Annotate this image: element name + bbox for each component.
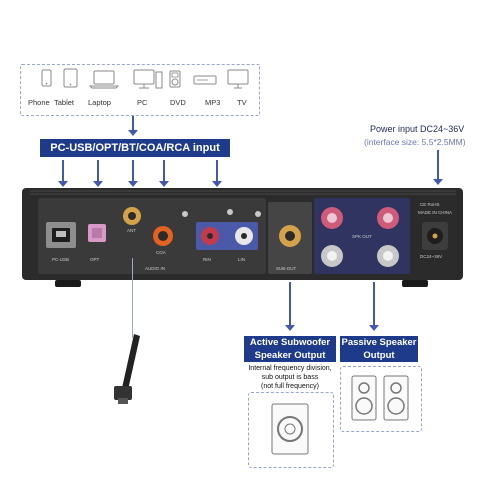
phone-icon: [41, 69, 52, 87]
device-label-laptop: Laptop: [88, 98, 111, 107]
device-label-phone: Phone: [28, 98, 50, 107]
rca-arrow: [212, 160, 222, 187]
rca-left-port: [235, 227, 253, 245]
rca-right-port: [201, 227, 219, 245]
label-usb: PC-USB: [52, 257, 70, 262]
passive-banner-line1: Passive Speaker: [341, 337, 417, 348]
pc-icon: [133, 69, 163, 89]
label-ce-rohs: CE RoHS: [420, 202, 440, 207]
subwoofer-banner-line1: Active Subwoofer: [249, 337, 331, 348]
coa-arrow: [159, 160, 169, 187]
label-spk-out: SPK OUT: [352, 234, 372, 239]
foot-right: [402, 280, 428, 287]
left-speaker-icon: [351, 375, 377, 421]
label-dc: DC24~36V: [420, 254, 443, 259]
laptop-icon: [88, 70, 120, 89]
power-arrow: [433, 150, 443, 185]
optical-port: [88, 224, 106, 242]
sub-out-port: [279, 225, 301, 247]
label-sub-out: SUB-OUT: [276, 266, 297, 271]
passive-box: [340, 366, 422, 432]
label-opt: OPT: [90, 257, 100, 262]
subwoofer-desc-line3: (not full frequency): [261, 383, 319, 390]
opt-arrow: [93, 160, 103, 187]
speaker-terminals: [321, 207, 399, 267]
label-lin: LIN: [238, 257, 246, 262]
device-label-tv: TV: [237, 98, 247, 107]
foot-left: [55, 280, 81, 287]
bluetooth-antenna: [114, 334, 140, 404]
usb-port: [46, 222, 76, 248]
usb-arrow: [58, 160, 68, 187]
antenna-connector-line: [132, 258, 133, 338]
dvd-icon: [169, 70, 181, 88]
speaker-out-arrow: [369, 282, 379, 331]
device-label-dvd: DVD: [170, 98, 186, 107]
heatsink-fins: [30, 190, 456, 195]
dc-power-jack: [422, 222, 448, 250]
subwoofer-banner-line2: Speaker Output: [254, 350, 326, 361]
device-icons: [41, 68, 249, 89]
passive-banner: Passive Speaker Output: [340, 336, 418, 362]
passive-speakers-icon: [351, 375, 409, 421]
subwoofer-desc-line1: Internal frequency division,: [248, 365, 332, 372]
bt-arrow: [128, 160, 138, 187]
power-title: Power input DC24~36V: [370, 124, 465, 134]
sub-out-arrow: [285, 282, 295, 331]
mp3-icon: [193, 75, 217, 85]
label-ant: ANT: [127, 228, 136, 233]
coaxial-port: [153, 226, 173, 246]
subwoofer-box: [248, 392, 334, 468]
device-label-tablet: Tablet: [54, 98, 75, 107]
subwoofer-desc: Internal frequency division, sub output …: [238, 364, 342, 391]
power-subtitle: (interface size: 5.5*2.5MM): [364, 137, 466, 147]
label-made-in: MADE IN CHINA: [418, 210, 453, 215]
devices-down-arrow: [128, 116, 138, 136]
antenna-port: [123, 207, 141, 225]
panel-screws: [182, 209, 261, 217]
label-audio-in: AUDIO IN: [145, 266, 166, 271]
tv-icon: [227, 69, 249, 89]
device-label-mp3: MP3: [205, 98, 221, 107]
subwoofer-banner: Active Subwoofer Speaker Output: [244, 336, 336, 362]
subwoofer-speaker-icon: [271, 403, 309, 455]
subwoofer-desc-line2: sub output is bass: [261, 374, 319, 381]
passive-banner-line2: Output: [363, 350, 395, 361]
device-label-pc: PC: [137, 98, 148, 107]
input-plate: [38, 198, 266, 274]
label-rin: RIN: [203, 257, 211, 262]
source-devices-box: [20, 64, 260, 116]
label-coa: COA: [156, 250, 166, 255]
right-speaker-icon: [383, 375, 409, 421]
tablet-icon: [63, 68, 78, 88]
input-banner: PC-USB/OPT/BT/COA/RCA input: [40, 139, 230, 157]
